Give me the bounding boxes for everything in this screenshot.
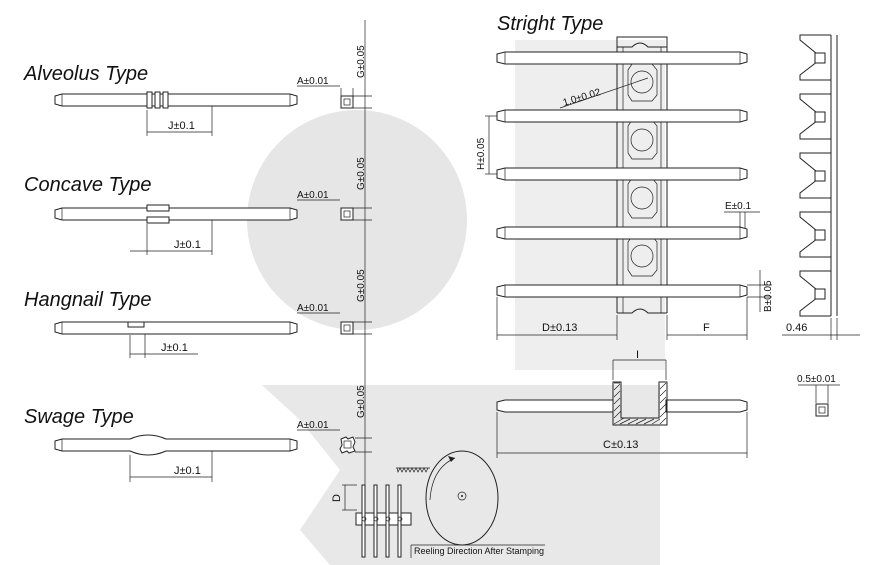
square-dim: 0.5±0.01 [797,374,836,385]
stright-h-dim: H±0.05 [476,137,487,170]
alveolus-a-dim: A±0.01 [297,76,329,87]
concave-pin [54,207,298,221]
swage-pin [54,434,298,456]
hangnail-j-dim: J±0.1 [161,342,188,354]
u-profile-view: I C±0.13 [496,349,748,458]
swage-title: Swage Type [24,406,134,428]
header-pins-view: D [331,484,412,558]
alveolus-pin [54,93,298,107]
watermark-logo [247,40,665,565]
concave-j-dim: J±0.1 [174,239,201,251]
swage-section: Swage Type J±0.1 [24,406,298,482]
stright-title: Stright Type [497,13,603,35]
alveolus-g-dim: G±0.05 [356,45,367,78]
u-c-dim: C±0.13 [603,439,638,451]
concave-title: Concave Type [24,174,151,196]
hangnail-cross-section [340,321,354,335]
concave-a-dim: A±0.01 [297,190,329,201]
hangnail-pin [54,321,298,335]
header-plastic-body [355,512,412,526]
alveolus-j-dim: J±0.1 [168,120,195,132]
reeling-direction-label: Reeling Direction After Stamping [414,546,544,556]
stright-d-dim: D±0.13 [542,322,577,334]
alveolus-grooves [146,91,169,109]
hangnail-g-dim: G±0.05 [356,269,367,302]
u-i-dim: I [636,349,639,361]
concave-cross-section [340,207,354,221]
header-pin-set [361,484,403,558]
stright-e-dim: E±0.1 [725,201,751,212]
swage-j-dim: J±0.1 [174,465,201,477]
stright-b-dim: B±0.05 [763,280,774,312]
cross-section-column: A±0.01 G±0.05 A±0.01 G±0.05 A±0.01 G±0.0… [297,20,372,545]
side-thickness-dim: 0.46 [786,322,807,334]
swage-g-dim: G±0.05 [356,385,367,418]
concave-g-dim: G±0.05 [356,157,367,190]
side-strip-view: 0.46 [782,34,860,340]
alveolus-title: Alveolus Type [23,63,148,85]
swage-cross-section [339,436,356,454]
header-d-dim: D [331,494,343,502]
concave-section: Concave Type J±0.1 [24,174,298,255]
swage-a-dim: A±0.01 [297,420,329,431]
hangnail-section: Hangnail Type J±0.1 [24,289,298,358]
hangnail-title: Hangnail Type [24,289,151,311]
hangnail-a-dim: A±0.01 [297,303,329,314]
square-detail: 0.5±0.01 [797,374,840,417]
stright-f-dim: F [703,322,710,334]
stright-pins [496,51,748,298]
alveolus-section: Alveolus Type J±0.1 [23,63,298,136]
alveolus-cross-section [340,95,354,109]
reel-view: Reeling Direction After Stamping [396,450,545,558]
